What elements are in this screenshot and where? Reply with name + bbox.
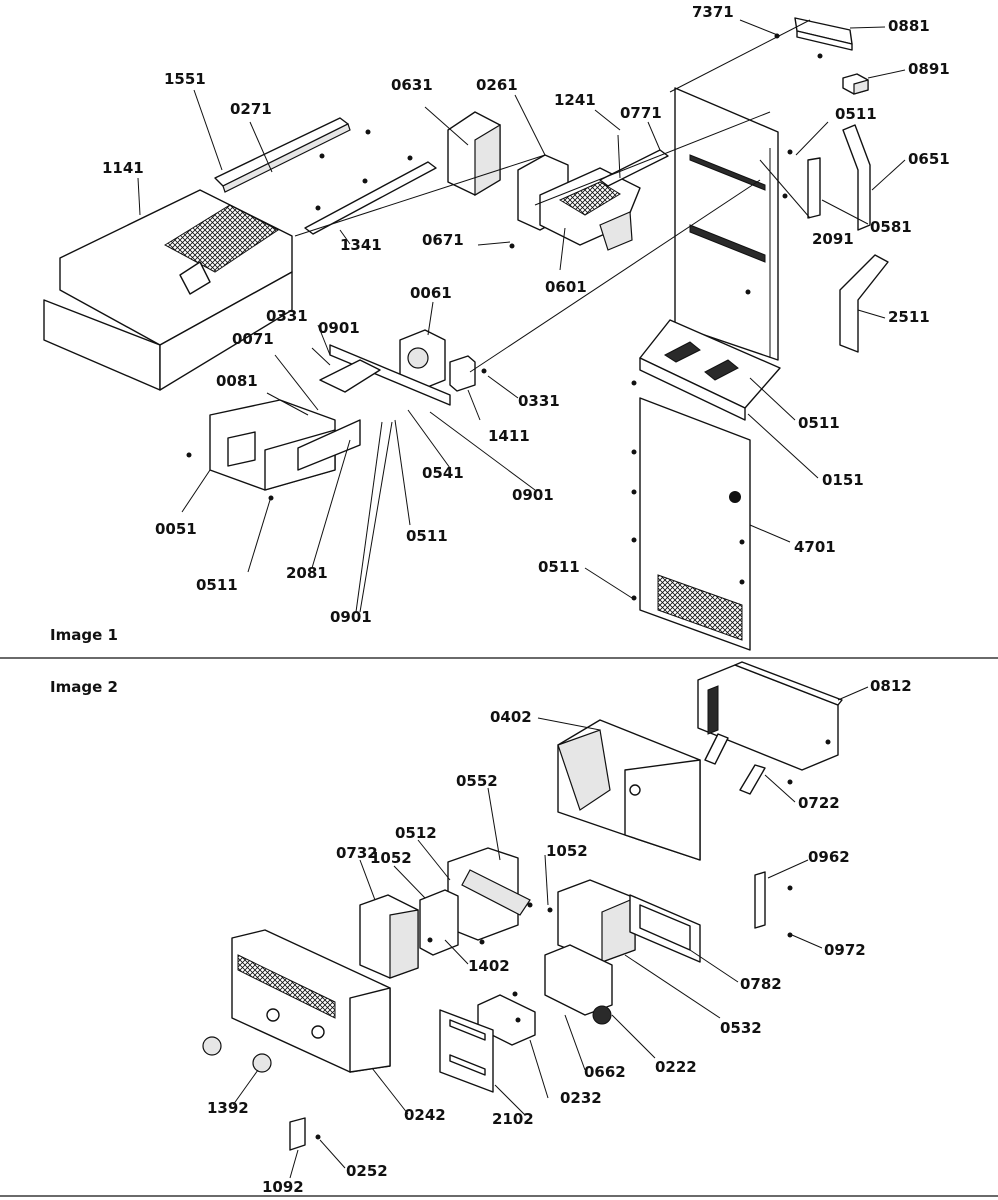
part-1392-knobs — [202, 1036, 272, 1073]
label-0901c: 0901 — [330, 608, 372, 626]
label-2091: 2091 — [812, 230, 854, 248]
label-0771: 0771 — [620, 104, 662, 122]
label-0901b: 0901 — [512, 486, 554, 504]
label-0511b: 0511 — [798, 414, 840, 432]
part-0651-bar — [842, 124, 871, 231]
label-0881: 0881 — [888, 17, 930, 35]
label-0722: 0722 — [798, 794, 840, 812]
part-0722-spacers — [704, 733, 766, 795]
label-0671: 0671 — [422, 231, 464, 249]
label-0552: 0552 — [456, 772, 498, 790]
part-0962-bar — [754, 871, 766, 929]
part-0732-bracket — [359, 894, 419, 979]
part-0532-cup — [557, 879, 636, 963]
label-0222: 0222 — [655, 1058, 697, 1076]
label-0071: 0071 — [232, 330, 274, 348]
part-0261-0601-icemaker — [517, 134, 669, 251]
label-0512: 0512 — [395, 824, 437, 842]
part-1092-clip — [289, 1117, 306, 1151]
label-1052b: 1052 — [546, 842, 588, 860]
part-0552-plate — [447, 847, 531, 941]
label-1092: 1092 — [262, 1178, 304, 1196]
image-1-section: 7371 0881 0891 1551 0271 0631 0261 1241 … — [43, 3, 950, 651]
part-0812-bracket — [697, 661, 843, 771]
label-1141: 1141 — [102, 159, 144, 177]
part-0061-motor — [399, 329, 446, 391]
part-1551-rail — [214, 117, 351, 193]
label-2102: 2102 — [492, 1110, 534, 1128]
label-0151: 0151 — [822, 471, 864, 489]
label-0901a: 0901 — [318, 319, 360, 337]
screw-set-2 — [315, 739, 831, 1140]
image-1-caption: Image 1 — [50, 626, 118, 644]
label-0511a: 0511 — [835, 105, 877, 123]
leaders-image-1 — [137, 19, 906, 613]
part-1402-block — [419, 889, 459, 956]
part-0242-front-panel — [231, 929, 391, 1073]
label-0402: 0402 — [490, 708, 532, 726]
image-2-caption: Image 2 — [50, 678, 118, 696]
label-0782: 0782 — [740, 975, 782, 993]
part-0581-bar — [807, 157, 821, 219]
label-7371: 7371 — [692, 3, 734, 21]
part-0881-bracket — [794, 17, 853, 51]
part-2102-plate — [439, 1009, 494, 1093]
label-0891: 0891 — [908, 60, 950, 78]
label-0061: 0061 — [410, 284, 452, 302]
label-1052a: 1052 — [370, 849, 412, 867]
part-0151-duct — [639, 319, 781, 421]
screw-set-1 — [186, 33, 823, 601]
label-0331b: 0331 — [518, 392, 560, 410]
label-0581: 0581 — [870, 218, 912, 236]
label-0511e: 0511 — [538, 558, 580, 576]
label-0261: 0261 — [476, 76, 518, 94]
label-0232: 0232 — [560, 1089, 602, 1107]
label-0252: 0252 — [346, 1162, 388, 1180]
part-0402-housing — [557, 719, 701, 861]
label-0511d: 0511 — [196, 576, 238, 594]
image-2-section: Image 2 — [50, 661, 912, 1196]
label-2511: 2511 — [888, 308, 930, 326]
part-main-panel — [674, 87, 779, 361]
label-1402: 1402 — [468, 957, 510, 975]
label-0972: 0972 — [824, 941, 866, 959]
part-1341-rail — [304, 161, 437, 235]
part-4701-lower-panel — [639, 397, 751, 651]
label-4701: 4701 — [794, 538, 836, 556]
label-0631: 0631 — [391, 76, 433, 94]
part-0782-frame — [629, 894, 701, 963]
label-1551: 1551 — [164, 70, 206, 88]
label-0732: 0732 — [336, 844, 378, 862]
part-0901-bracket — [319, 344, 451, 406]
label-0051: 0051 — [155, 520, 197, 538]
label-0511c: 0511 — [406, 527, 448, 545]
part-0891-block — [842, 73, 869, 95]
label-2081: 2081 — [286, 564, 328, 582]
label-1392: 1392 — [207, 1099, 249, 1117]
part-0051-housing — [209, 399, 361, 491]
part-1141-ice-bin — [43, 189, 293, 391]
label-0081: 0081 — [216, 372, 258, 390]
label-1241: 1241 — [554, 91, 596, 109]
label-1411: 1411 — [488, 427, 530, 445]
label-0271: 0271 — [230, 100, 272, 118]
label-0541: 0541 — [422, 464, 464, 482]
label-0651: 0651 — [908, 150, 950, 168]
label-1341: 1341 — [340, 236, 382, 254]
label-0331a: 0331 — [266, 307, 308, 325]
label-0242: 0242 — [404, 1106, 446, 1124]
label-0662: 0662 — [584, 1063, 626, 1081]
part-0222-bracket — [544, 944, 613, 1025]
part-0631-cover — [447, 111, 501, 197]
label-0532: 0532 — [720, 1019, 762, 1037]
part-1411-block — [449, 355, 476, 392]
label-0601: 0601 — [545, 278, 587, 296]
label-0962: 0962 — [808, 848, 850, 866]
part-2511-strip — [839, 254, 889, 353]
leaders-image-2 — [232, 686, 869, 1179]
label-0812: 0812 — [870, 677, 912, 695]
